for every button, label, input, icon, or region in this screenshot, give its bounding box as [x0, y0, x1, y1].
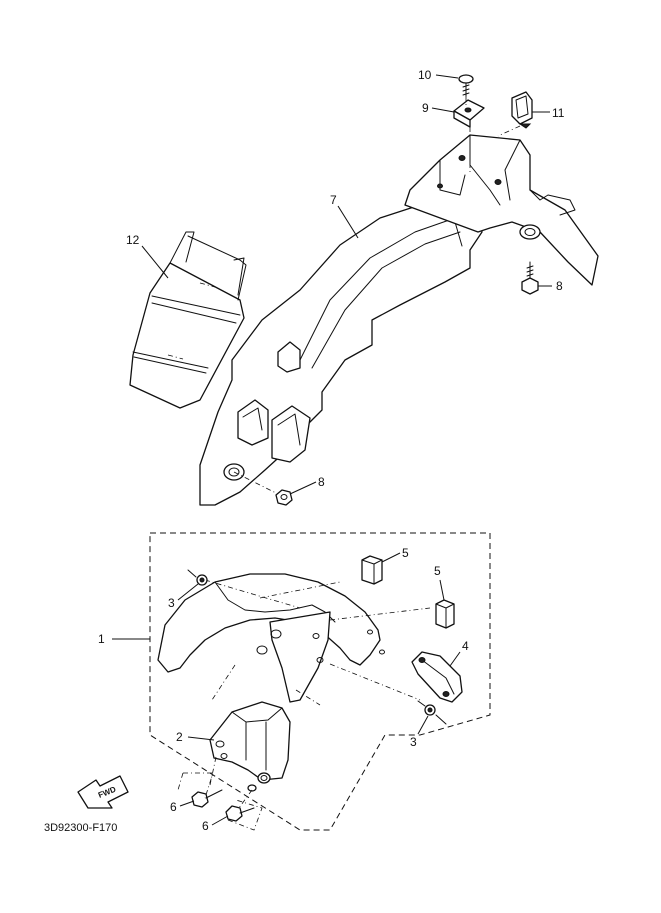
svg-text:8: 8 [318, 475, 325, 489]
part-12-flap [129, 231, 247, 409]
fwd-arrow-icon: FWD [77, 775, 129, 809]
svg-text:6: 6 [170, 800, 177, 814]
callout-3-right: 3 [410, 715, 429, 749]
svg-text:10: 10 [418, 68, 432, 82]
callout-6-lower: 6 [202, 815, 229, 833]
part-6-bolt-right [225, 799, 263, 831]
callout-7: 7 [330, 193, 359, 239]
callout-8-lower: 8 [289, 475, 325, 495]
svg-text:9: 9 [422, 101, 429, 115]
part-8-bolt-lower [275, 489, 293, 506]
part-5-spacer-lower [435, 599, 455, 629]
diagram-code: 3D92300-F170 [44, 822, 117, 834]
callout-3-left: 3 [168, 583, 199, 610]
svg-text:11: 11 [552, 106, 565, 120]
svg-text:7: 7 [330, 193, 337, 207]
part-10-screw [458, 74, 474, 97]
part-3-screw-left [187, 569, 208, 586]
part-5-spacer-upper [361, 555, 383, 585]
part-4-cable-guide [411, 651, 463, 703]
callout-4: 4 [449, 639, 469, 667]
callout-9: 9 [422, 101, 455, 115]
callout-2: 2 [176, 730, 215, 744]
callout-12: 12 [126, 233, 169, 279]
callout-5-upper: 5 [381, 546, 409, 563]
part-11-clamp [497, 91, 533, 137]
callout-6-upper: 6 [170, 800, 195, 814]
callout-5-lower: 5 [434, 564, 445, 601]
svg-text:4: 4 [462, 639, 469, 653]
part-3-screw-right [417, 700, 447, 725]
callout-8-upper: 8 [538, 279, 563, 293]
part-9-nut-plate [453, 96, 485, 175]
svg-text:3: 3 [168, 596, 175, 610]
part-6-bolt-left [177, 772, 223, 808]
front-fender-assembly-boundary [149, 532, 491, 831]
svg-text:12: 12 [126, 233, 140, 247]
callout-1: 1 [98, 632, 150, 646]
callout-10: 10 [418, 68, 459, 82]
svg-text:5: 5 [434, 564, 441, 578]
callout-11: 11 [532, 106, 565, 120]
svg-text:5: 5 [402, 546, 409, 560]
part-8-bolt-upper [521, 261, 539, 295]
part-2-bracket [209, 701, 291, 813]
svg-text:1: 1 [98, 632, 105, 646]
svg-text:8: 8 [556, 279, 563, 293]
svg-text:6: 6 [202, 819, 209, 833]
part-1-front-fender [157, 573, 431, 706]
svg-text:2: 2 [176, 730, 183, 744]
svg-text:3: 3 [410, 735, 417, 749]
part-7-rear-fender [199, 134, 599, 506]
